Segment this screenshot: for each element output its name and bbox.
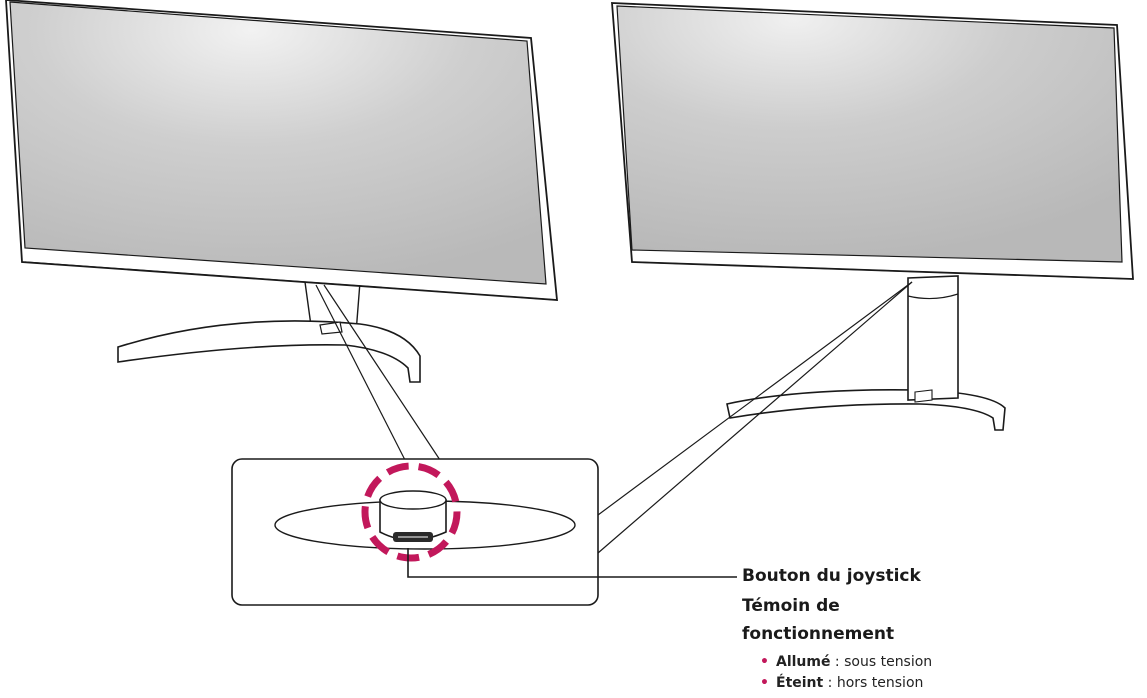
joystick-highlight-circle: [361, 462, 461, 562]
indicator-states-list: • Allumé : sous tension • Éteint : hors …: [760, 652, 932, 694]
state-term: Allumé: [776, 654, 831, 670]
state-desc: sous tension: [844, 654, 933, 670]
indicator-label-line1: Témoin de: [742, 596, 840, 616]
right-screen: [616, 5, 1123, 263]
state-sep: :: [830, 654, 845, 670]
indicator-label-line2: fonctionnement: [742, 624, 895, 644]
right-stand-base: [726, 388, 1006, 431]
right-monitor: [611, 2, 1134, 431]
list-item: • Allumé : sous tension: [760, 652, 932, 673]
state-desc: hors tension: [836, 675, 924, 691]
state-sep: :: [823, 675, 837, 691]
joystick-icon: [379, 490, 447, 542]
bullet-icon: •: [760, 654, 769, 670]
zoom-callout: [231, 281, 913, 606]
bullet-icon: •: [760, 675, 769, 691]
list-item: • Éteint : hors tension: [760, 673, 932, 694]
left-monitor: [5, 0, 559, 383]
left-stand-base: [117, 320, 421, 383]
right-stand-neck: [907, 275, 959, 401]
joystick-leader-line: [407, 548, 737, 578]
joystick-label: Bouton du joystick: [742, 566, 921, 586]
state-term: Éteint: [776, 675, 824, 691]
left-screen: [9, 1, 547, 285]
